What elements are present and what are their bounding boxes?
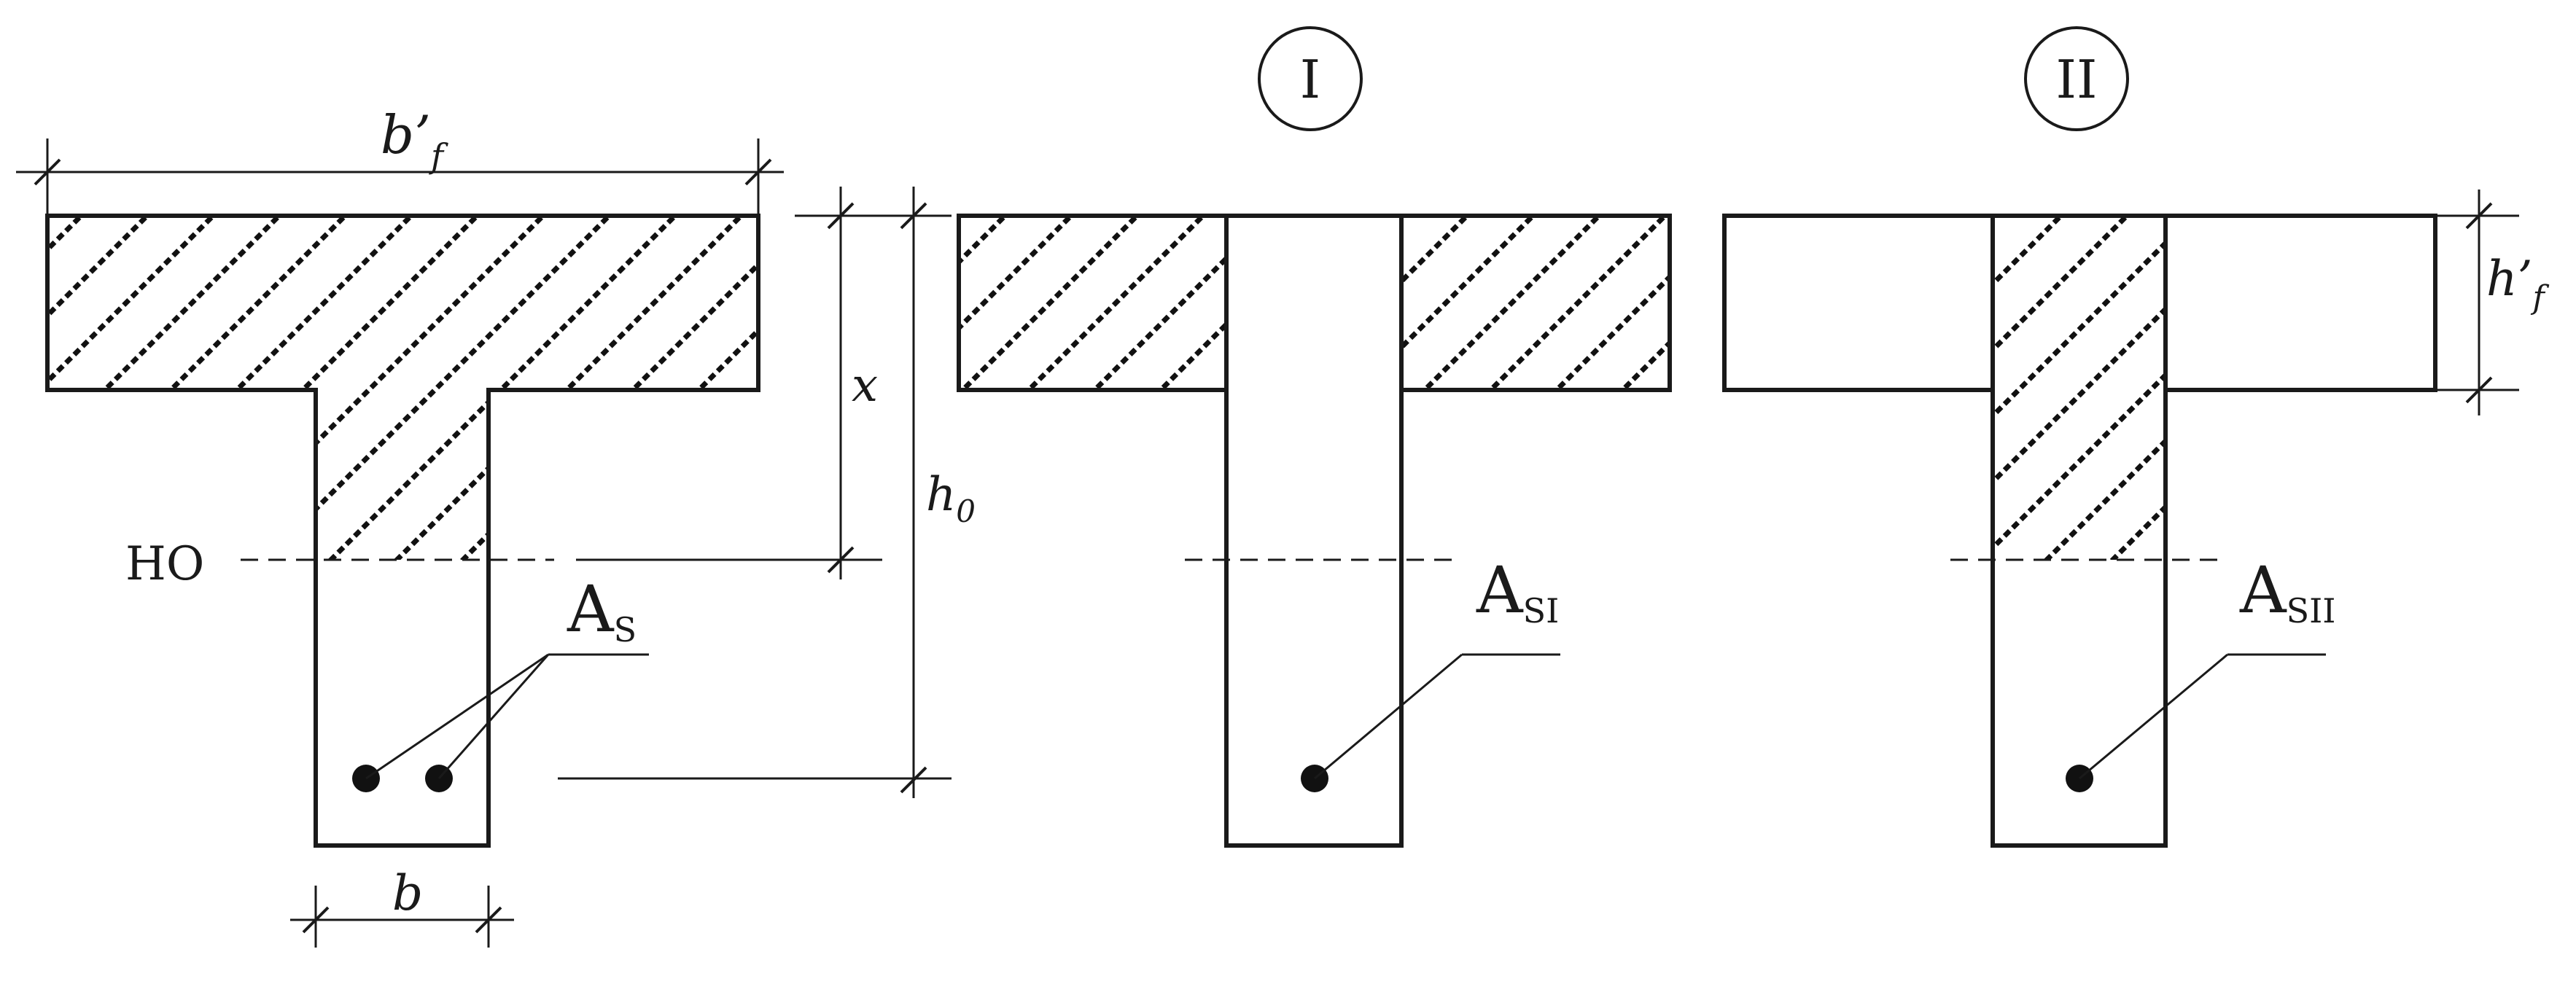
overhang-right-hatch: [1401, 216, 1670, 390]
steel-area-label-part-2: ASII: [2239, 552, 2335, 630]
effective-depth-label: h0: [926, 468, 976, 529]
web-compressed-hatch: [1993, 216, 2166, 560]
steel-area-label-part-1: ASI: [1476, 552, 1559, 630]
part-1-outline: [957, 214, 1672, 848]
part-1-marker: [1258, 26, 1363, 131]
part-1-label: I: [1300, 49, 1320, 110]
part-1-section: ASI I: [957, 26, 1672, 848]
compressed-zone-hatch: [47, 216, 758, 560]
overhang-left-hatch: [959, 216, 1226, 390]
rebar-group-total: AS: [352, 571, 649, 792]
compression-depth-dimension: x: [795, 187, 878, 579]
web-width-dimension: b: [290, 865, 514, 948]
web-width-label: b: [392, 865, 423, 921]
part-2-label: II: [2056, 49, 2098, 110]
part-2-outline: [1722, 214, 2437, 848]
part-2-section: ASII II: [1722, 26, 2437, 848]
t-section-outline: [45, 214, 760, 848]
flange-width-dimension: b’f: [16, 104, 784, 216]
full-t-section: [45, 214, 760, 848]
compression-depth-label: x: [852, 359, 878, 413]
flange-width-label: b’f: [381, 104, 448, 176]
neutral-axis-label: НО: [125, 537, 204, 591]
flange-height-dimension: h’f: [2435, 190, 2550, 415]
part-2-marker: [2024, 26, 2129, 131]
neutral-axis-1: НО: [125, 537, 882, 591]
flange-height-label: h’f: [2486, 251, 2550, 316]
effective-depth-dimension: h0: [871, 187, 976, 798]
steel-area-label-total: AS: [567, 571, 637, 649]
